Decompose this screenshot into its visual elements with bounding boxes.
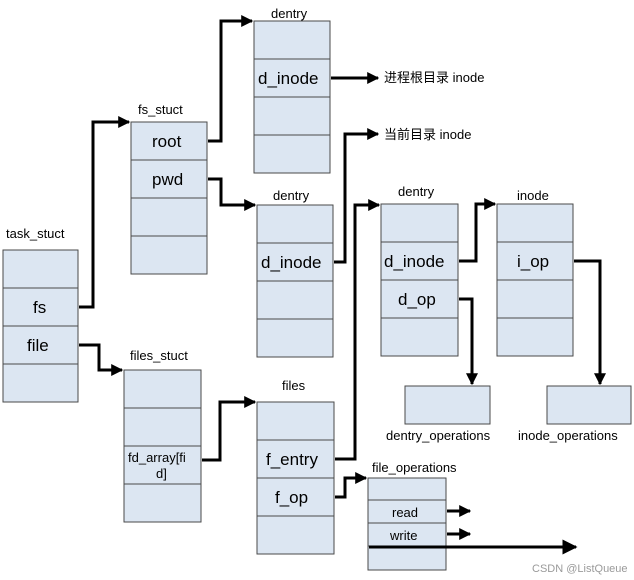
arrow-i-op-to-inode-operations xyxy=(574,259,606,386)
inode-operations-label: inode_operations xyxy=(518,428,618,443)
fs-field-pwd: pwd xyxy=(152,170,183,189)
files-title: files xyxy=(282,378,306,393)
fs-field-root: root xyxy=(152,132,182,151)
file-operations-title: file_operations xyxy=(372,460,457,475)
inode-field-i-op: i_op xyxy=(517,252,549,271)
arrow-f-op-to-file-operations xyxy=(335,472,368,499)
dentry-operations-label: dentry_operations xyxy=(386,428,491,443)
files-stuct-field-fd-array-line1: fd_array[fi xyxy=(128,450,186,465)
dentry-root-field-d-inode: d_inode xyxy=(258,69,319,88)
inode-operations-box xyxy=(546,385,632,425)
task-stuct-struct: task_stuct fs file xyxy=(2,226,79,403)
file-operations-struct: file_operations read write xyxy=(367,460,457,571)
arrow-fs-to-fs-stuct xyxy=(79,116,131,309)
root-inode-note: 进程根目录 inode xyxy=(384,70,484,85)
files-field-f-entry: f_entry xyxy=(266,450,318,469)
dentry-root-title: dentry xyxy=(271,6,308,21)
file-operations-box xyxy=(367,477,447,571)
dentry-pwd-title: dentry xyxy=(273,188,310,203)
files-stuct-title: files_stuct xyxy=(130,348,188,363)
watermark: CSDN @ListQueue xyxy=(532,563,628,575)
inode-title: inode xyxy=(517,188,549,203)
arrow-pwd-d-inode xyxy=(334,128,380,264)
arrow-d-op-to-dentry-operations xyxy=(459,297,478,386)
dentry-operations-struct: dentry_operations xyxy=(386,385,491,443)
files-stuct-struct: files_stuct fd_array[fi d] xyxy=(123,348,202,523)
dentry-operations-box xyxy=(404,385,491,425)
dentry-pwd-field-d-inode: d_inode xyxy=(261,253,322,272)
fs-stuct-title: fs_stuct xyxy=(138,102,183,117)
file-operations-field-write: write xyxy=(389,528,417,543)
arrow-root-to-dentry xyxy=(208,15,254,143)
dentry-file-struct: dentry d_inode d_op xyxy=(380,184,459,357)
inode-operations-struct: inode_operations xyxy=(518,385,632,443)
file-operations-field-read: read xyxy=(392,505,418,520)
dentry-root-struct: dentry d_inode xyxy=(253,6,331,174)
dentry-file-field-d-op: d_op xyxy=(398,290,436,309)
cwd-inode-note: 当前目录 inode xyxy=(384,127,471,142)
dentry-file-title: dentry xyxy=(398,184,435,199)
files-field-f-op: f_op xyxy=(275,488,308,507)
arrow-file-to-files-stuct xyxy=(79,343,124,376)
arrow-fd-array-to-files xyxy=(202,396,257,462)
dentry-file-field-d-inode: d_inode xyxy=(384,252,445,271)
arrow-f-entry-to-dentry xyxy=(335,199,381,461)
arrow-pwd-to-dentry xyxy=(208,177,257,211)
files-struct: files f_entry f_op xyxy=(256,378,335,555)
dentry-pwd-struct: dentry d_inode xyxy=(256,188,334,358)
arrow-d-inode-to-inode xyxy=(459,198,497,263)
task-field-fs: fs xyxy=(33,298,46,317)
task-stuct-title: task_stuct xyxy=(6,226,65,241)
fs-stuct-struct: fs_stuct root pwd xyxy=(130,102,208,275)
inode-struct: inode i_op xyxy=(496,188,574,357)
task-field-file: file xyxy=(27,336,49,355)
files-stuct-field-fd-array-line2: d] xyxy=(156,466,167,481)
